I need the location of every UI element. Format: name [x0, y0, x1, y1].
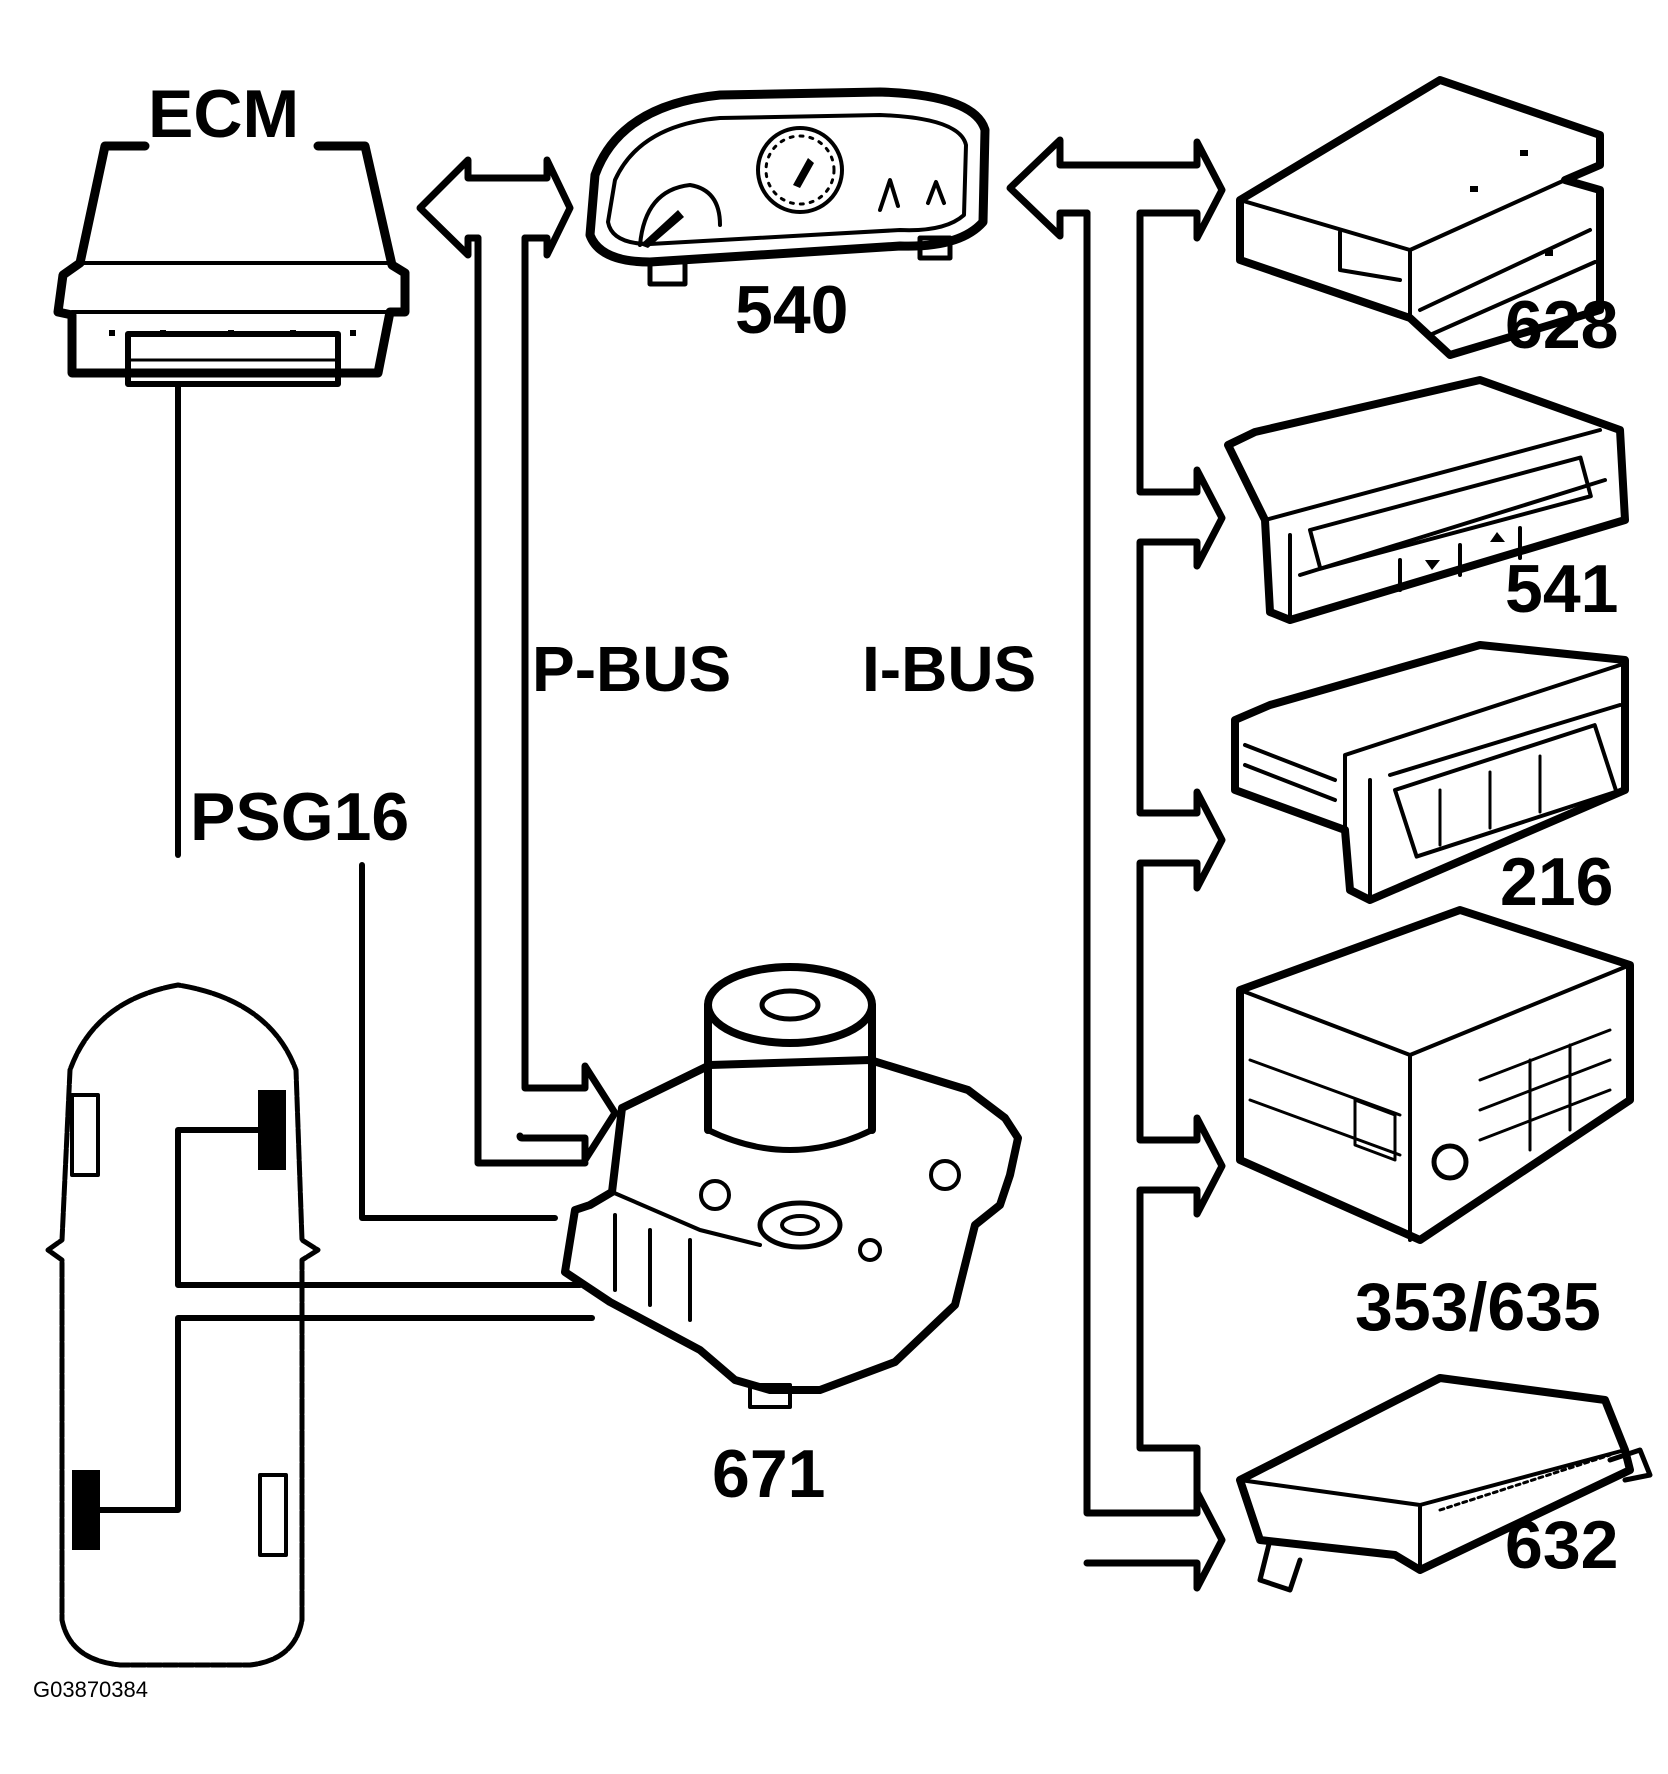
module-628-icon — [1236, 76, 1604, 359]
ecm-label: ECM — [148, 76, 299, 152]
module-353-635-icon — [1236, 906, 1634, 1244]
figure-code: G03870384 — [33, 1677, 148, 1702]
label-353-635: 353/635 — [1355, 1269, 1601, 1345]
label-540: 540 — [735, 272, 848, 348]
psg16-abs-line — [359, 862, 558, 1221]
p-bus-label: P-BUS — [532, 633, 731, 705]
label-671: 671 — [712, 1436, 825, 1512]
i-bus-label: I-BUS — [862, 633, 1036, 705]
module-216-icon — [1231, 641, 1629, 904]
abs-hydraulic-unit-icon — [561, 963, 1022, 1409]
label-628: 628 — [1505, 287, 1618, 363]
car-top-view-icon — [45, 982, 321, 1668]
i-bus-line — [1006, 136, 1226, 1592]
label-216: 216 — [1500, 844, 1613, 920]
module-541-icon — [1224, 376, 1629, 624]
instrument-cluster-icon — [585, 87, 990, 287]
p-bus-line — [416, 156, 619, 1167]
ecm-module-icon — [53, 141, 410, 387]
psg16-label: PSG16 — [190, 779, 409, 855]
label-541: 541 — [1505, 551, 1618, 627]
label-632: 632 — [1505, 1507, 1618, 1583]
module-632-icon — [1236, 1374, 1653, 1593]
